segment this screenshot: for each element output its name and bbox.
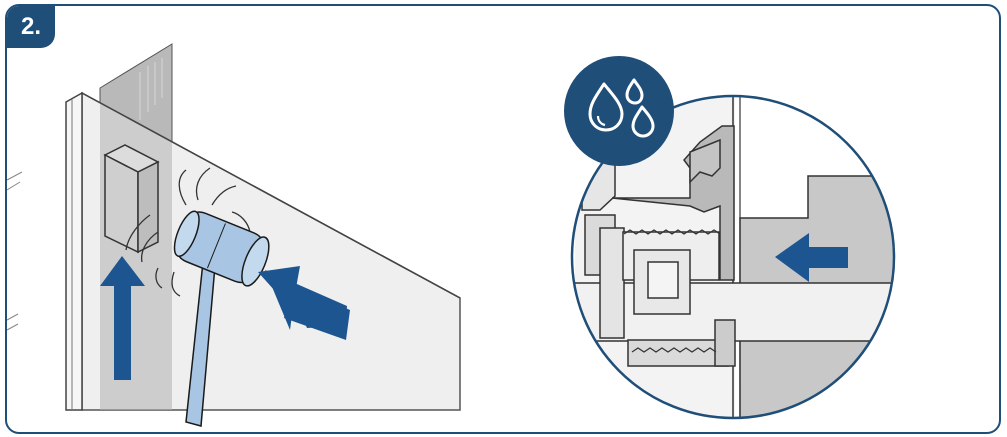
clamp-profile	[581, 125, 736, 367]
water-drops-icon	[564, 56, 674, 166]
profile-block	[103, 144, 160, 254]
upward-arrow-icon	[100, 256, 145, 380]
glass-edge	[65, 91, 83, 411]
step-number-badge: 2.	[7, 6, 55, 48]
left-arrow-icon	[775, 233, 848, 282]
hammer-icon	[173, 210, 270, 427]
wall-texture	[139, 58, 163, 120]
impact-lines	[125, 167, 251, 297]
wall-behind-glass	[100, 103, 172, 410]
glass-mounting-scene	[7, 43, 461, 427]
